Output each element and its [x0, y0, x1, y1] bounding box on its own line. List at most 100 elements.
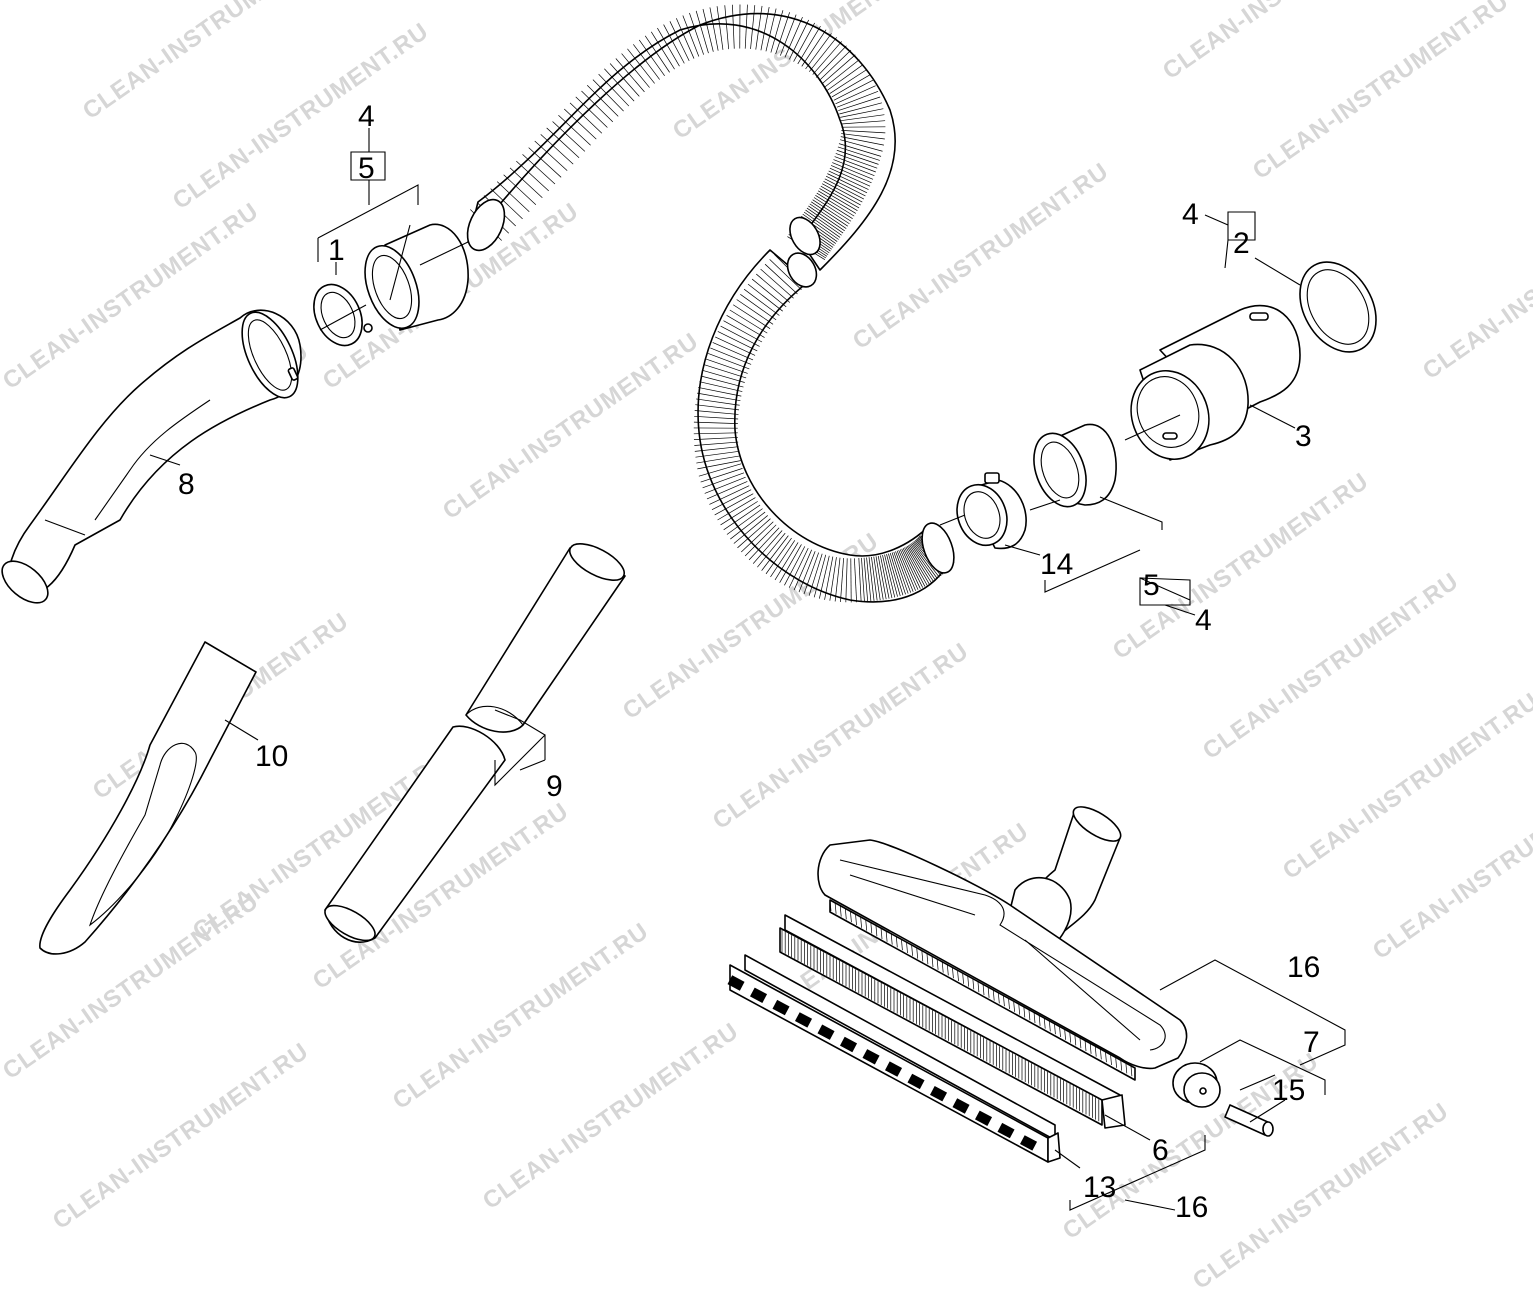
hatch-line	[891, 552, 906, 595]
hatch-line	[705, 358, 748, 374]
machine-adapter-bore	[1136, 376, 1200, 448]
hatch-line	[834, 156, 876, 173]
hatch-line	[916, 947, 919, 959]
hatch-line	[1110, 1053, 1112, 1066]
hatch-line	[760, 268, 794, 299]
leader-line	[224, 719, 259, 741]
hatch-line	[1074, 1034, 1077, 1046]
hatch-line	[1120, 1059, 1123, 1071]
hatch-line	[841, 120, 886, 125]
hatch-line	[824, 59, 860, 88]
hatch-line	[747, 283, 783, 312]
hatch-line	[704, 364, 747, 379]
hatch-line	[503, 174, 537, 205]
rubber-strip	[727, 954, 1061, 1163]
hatch-line	[693, 432, 738, 435]
hatch-line	[818, 49, 852, 81]
hatch-line	[817, 190, 857, 214]
callout-3: 3	[1295, 420, 1312, 453]
hatch-line	[715, 336, 756, 356]
hatch-line	[712, 342, 754, 361]
hatch-line	[563, 108, 597, 140]
hatch-line	[880, 555, 890, 599]
hatch-line	[1028, 1009, 1031, 1021]
watermark: CLEAN-INSTRUMENT.RU	[0, 887, 264, 1084]
hatch-line	[793, 22, 815, 62]
rubber-tooth	[974, 1110, 993, 1126]
hatch-line	[598, 73, 630, 107]
hatch-line	[1115, 1056, 1117, 1068]
leader-line	[1124, 414, 1181, 441]
hatch-line	[936, 958, 939, 970]
hatch-line	[829, 167, 871, 187]
leader-line	[1044, 496, 1196, 616]
extension-tube-upper-body	[465, 547, 626, 733]
leader-line	[419, 241, 469, 266]
watermark: CLEAN-INSTRUMENT.RU	[168, 17, 434, 214]
hatch-line	[1059, 1025, 1061, 1038]
hatch-line	[793, 549, 813, 591]
hatch-line	[868, 557, 875, 601]
hatch-line	[850, 911, 852, 923]
hatch-line	[906, 941, 908, 954]
hatch-line	[895, 936, 898, 948]
hatch-line	[700, 375, 744, 388]
rubber-tooth	[862, 1049, 880, 1065]
watermark: CLEAN-INSTRUMENT.RU	[1418, 187, 1533, 384]
hatch-line	[698, 463, 742, 477]
hatch-line	[604, 68, 635, 102]
callout-4: 4	[1195, 604, 1212, 637]
hatch-line	[1089, 1042, 1092, 1054]
callout-labels: 4 5 1 8 4 2 3 14 5 4 10 9 16 7 15 6 13 1…	[178, 100, 1320, 1224]
hatch-line	[496, 181, 530, 213]
rubber-tooth	[1019, 1135, 1038, 1151]
hatch-line	[693, 437, 738, 440]
rubber-tooth	[952, 1098, 970, 1114]
hatch-line	[834, 902, 837, 914]
watermark: CLEAN-INSTRUMENT.RU	[708, 637, 974, 834]
handle-bend-opening	[241, 311, 299, 399]
hose-end	[921, 522, 955, 574]
watermark: CLEAN-INSTRUMENT.RU	[1248, 0, 1514, 185]
hatch-line	[774, 542, 799, 581]
machine-adapter-slot	[1162, 432, 1178, 440]
machine-adapter-face	[1130, 369, 1210, 461]
hatch-line	[709, 7, 719, 51]
callout-15: 15	[1272, 1074, 1305, 1107]
floor-nozzle-head	[817, 839, 1188, 1070]
hatch-line	[558, 114, 591, 146]
lock-ring-inner	[320, 291, 356, 339]
hatch-line	[638, 39, 665, 77]
leader-line	[1159, 959, 1346, 1066]
hatch-line	[831, 74, 871, 98]
hose-end	[466, 198, 506, 252]
hatch-line	[490, 188, 523, 220]
hatch-line	[706, 481, 748, 500]
hatch-line	[838, 143, 882, 157]
nozzle-wheel-hub	[1199, 1087, 1207, 1095]
hatch-line	[748, 527, 780, 561]
hatch-line	[697, 460, 741, 470]
extension-tube-upper-end	[569, 543, 625, 581]
hatch-line	[899, 549, 919, 590]
hatch-line	[801, 29, 827, 67]
leader-line	[1054, 1135, 1206, 1211]
hatch-line	[828, 170, 869, 190]
hatch-line	[821, 54, 856, 85]
hose-end	[786, 252, 818, 288]
hatch-line	[886, 554, 898, 597]
nozzle-wheel	[1172, 1062, 1221, 1108]
hatch-line	[803, 552, 819, 595]
hatch-line	[732, 304, 771, 329]
floor-nozzle-top	[849, 874, 1141, 1041]
hatch-line	[784, 16, 803, 58]
hatch-line	[770, 540, 796, 578]
hatch-line	[884, 554, 896, 598]
rubber-tooth	[794, 1012, 813, 1028]
hatch-line	[750, 5, 756, 49]
hatch-line	[898, 550, 916, 591]
hatch-line	[834, 557, 841, 602]
adapter-sleeve-bore	[1040, 441, 1080, 499]
hatch-line	[805, 209, 842, 236]
